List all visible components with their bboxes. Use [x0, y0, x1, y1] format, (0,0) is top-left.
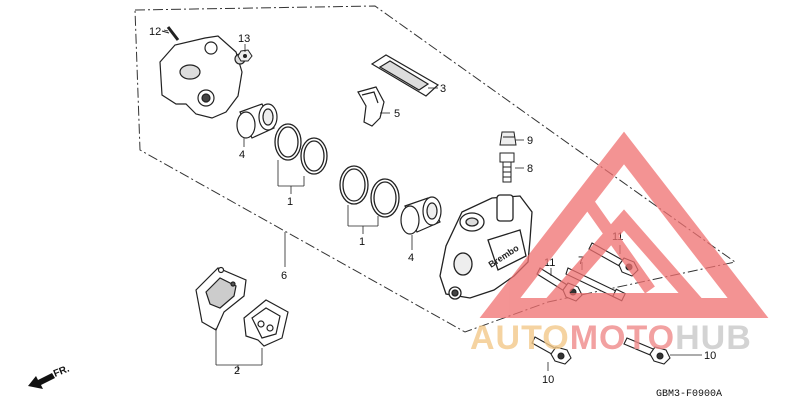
callout-1-lower: 1: [359, 236, 365, 248]
front-direction-arrow: FR.: [28, 363, 71, 389]
callout-9: 9: [527, 135, 533, 147]
bleed-cap: [499, 131, 517, 146]
callout-11-lower: 11: [544, 257, 555, 269]
callout-13: 13: [238, 33, 250, 45]
callout-3: 3: [440, 83, 446, 95]
seal-rings-lower: [339, 165, 400, 218]
seal-rings-upper: [274, 123, 328, 175]
watermark-triangle-logo: [479, 131, 769, 318]
leader-lines: [163, 29, 702, 372]
callout-1-upper: 1: [287, 196, 293, 208]
direction-label: FR.: [52, 363, 71, 379]
bracket-bolt-right: [623, 337, 671, 365]
callout-12: 12: [149, 26, 161, 38]
watermark-auto: AUTO: [470, 319, 570, 357]
brake-pad-right: [243, 299, 289, 347]
callout-10-right: 10: [704, 350, 716, 362]
pad-retainer: [357, 86, 385, 127]
caliper-body: Brembo: [439, 194, 533, 300]
bracket-bolt-left: [531, 336, 572, 365]
pin-bolt: [161, 26, 180, 41]
pad-spring: [370, 54, 440, 97]
callout-5: 5: [394, 108, 400, 120]
boot-lower: [400, 196, 442, 235]
callout-10-left: 10: [542, 374, 554, 386]
brake-pad-left: [195, 266, 247, 331]
watermark-hub: HUB: [675, 319, 752, 357]
callout-8: 8: [527, 163, 533, 175]
caliper-bracket: [159, 35, 246, 119]
bleed-valve: [499, 152, 515, 183]
callout-4-lower: 4: [408, 252, 414, 264]
watermark-logo-text: AUTOMOTOHUB: [470, 319, 752, 357]
watermark-moto: MOTO: [570, 319, 675, 357]
figure-code: GBM3-F0900A: [656, 389, 722, 400]
boot-upper: [236, 103, 278, 139]
nut: [237, 49, 253, 62]
callout-6: 6: [281, 270, 287, 282]
callout-2: 2: [234, 365, 240, 377]
callout-4-upper: 4: [239, 149, 245, 161]
